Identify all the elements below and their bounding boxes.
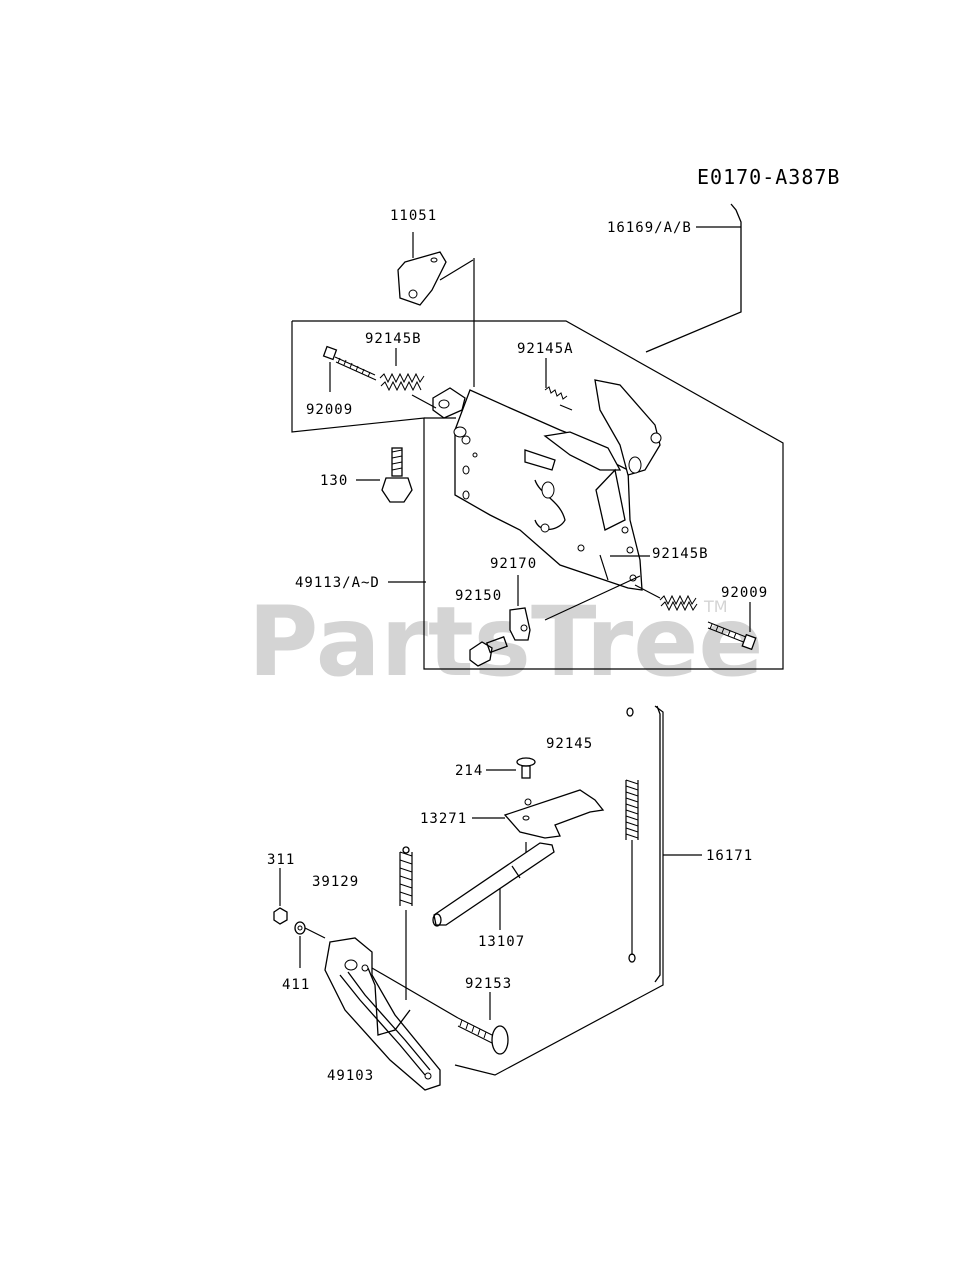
label-49113[interactable]: 49113/A~D bbox=[295, 575, 380, 591]
label-13271[interactable]: 13271 bbox=[420, 811, 467, 827]
washer-411[interactable] bbox=[294, 921, 326, 968]
bottom-assembly-frame bbox=[454, 705, 702, 1076]
clip-92150[interactable] bbox=[509, 575, 531, 641]
top-assembly-frame bbox=[291, 320, 784, 670]
bolt-92009-right[interactable] bbox=[707, 621, 757, 651]
label-13107[interactable]: 13107 bbox=[478, 934, 525, 950]
label-11051[interactable]: 11051 bbox=[390, 208, 437, 224]
watermark-tm: TM bbox=[703, 597, 728, 616]
spring-39129[interactable] bbox=[399, 846, 413, 1000]
screw-214[interactable] bbox=[486, 757, 536, 779]
control-plate-49113[interactable] bbox=[453, 379, 662, 591]
rod-16171[interactable] bbox=[625, 705, 661, 983]
bracket-11051[interactable] bbox=[397, 251, 475, 387]
label-92170[interactable]: 92170 bbox=[490, 556, 537, 572]
label-92009-right[interactable]: 92009 bbox=[721, 585, 768, 601]
lever-49103[interactable] bbox=[324, 937, 441, 1091]
label-92150[interactable]: 92150 bbox=[455, 588, 502, 604]
nut-311[interactable] bbox=[273, 868, 288, 925]
bolt-92153[interactable] bbox=[371, 967, 509, 1055]
spring-92145b-top[interactable] bbox=[379, 372, 437, 409]
spring-92145a[interactable] bbox=[544, 386, 573, 411]
shaft-13107[interactable] bbox=[432, 842, 555, 930]
small-bracket[interactable] bbox=[432, 387, 466, 419]
rod-16169[interactable] bbox=[645, 203, 742, 353]
bolt-92170[interactable] bbox=[469, 636, 508, 667]
bolt-130[interactable] bbox=[356, 447, 413, 503]
label-411[interactable]: 411 bbox=[282, 977, 310, 993]
part-labels: 11051 16169/A/B 92145B 92145A 92009 130 … bbox=[267, 208, 768, 1084]
label-92145[interactable]: 92145 bbox=[546, 736, 593, 752]
label-311[interactable]: 311 bbox=[267, 852, 295, 868]
label-16169[interactable]: 16169/A/B bbox=[607, 220, 692, 236]
label-130[interactable]: 130 bbox=[320, 473, 348, 489]
label-92153[interactable]: 92153 bbox=[465, 976, 512, 992]
label-16171[interactable]: 16171 bbox=[706, 848, 753, 864]
label-92145b-right[interactable]: 92145B bbox=[652, 546, 709, 562]
label-49103[interactable]: 49103 bbox=[327, 1068, 374, 1084]
label-39129[interactable]: 39129 bbox=[312, 874, 359, 890]
label-92009-top[interactable]: 92009 bbox=[306, 402, 353, 418]
label-92145a[interactable]: 92145A bbox=[517, 341, 574, 357]
diagram-code: E0170-A387B bbox=[697, 165, 840, 189]
label-92145b-top[interactable]: 92145B bbox=[365, 331, 422, 347]
plate-13271[interactable] bbox=[472, 789, 605, 866]
bolt-92009-top[interactable] bbox=[322, 345, 377, 381]
spring-92145b-right[interactable] bbox=[634, 584, 698, 612]
top-leader-lines bbox=[329, 232, 751, 632]
label-214[interactable]: 214 bbox=[455, 763, 483, 779]
